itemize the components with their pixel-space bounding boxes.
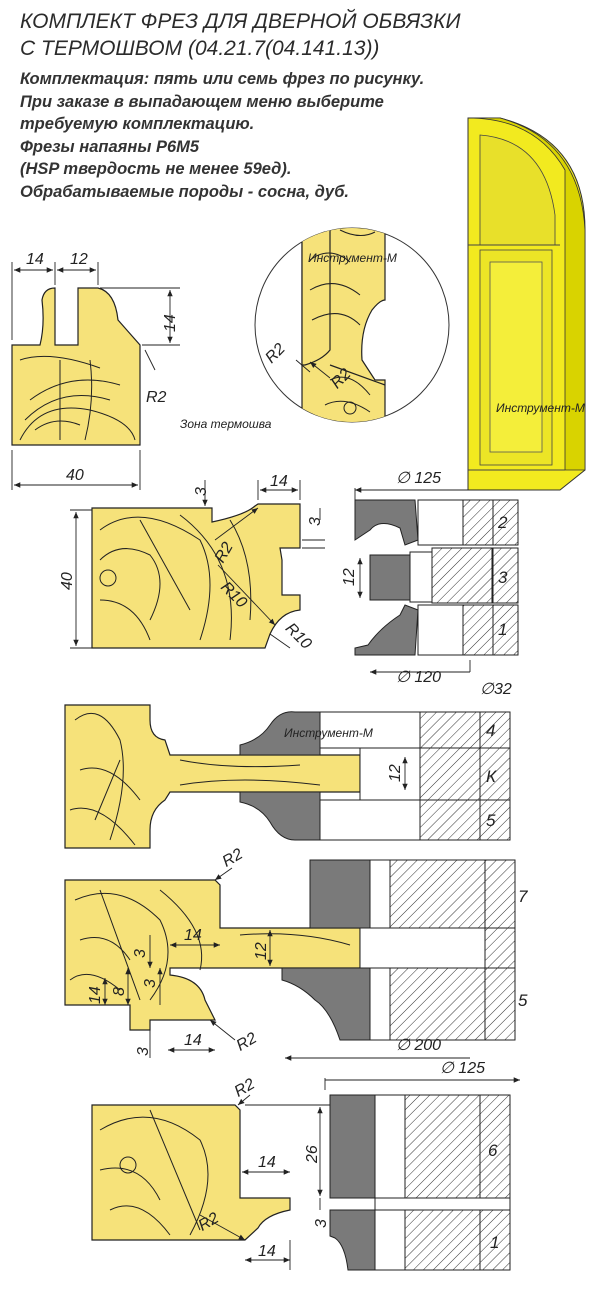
desc-line-3: требуемую комплектацию.: [20, 115, 255, 133]
door-tool-label: Инструмент-М: [496, 401, 585, 415]
p2-dim-3a: 3: [193, 487, 210, 496]
p4-dim-14c: 14: [184, 1032, 202, 1049]
p2-dim-3b: 3: [307, 517, 324, 526]
p1-dim-40: 40: [66, 467, 84, 484]
p4-dim-3c: 3: [135, 1047, 152, 1056]
desc-line-2: При заказе в выпадающем меню выберите: [20, 92, 384, 111]
p5-dim-14b: 14: [258, 1243, 276, 1260]
thermo-zone-label: Зона термошва: [180, 417, 272, 431]
p4-dim-12: 12: [253, 942, 270, 960]
cutter-4: 4: [486, 721, 495, 740]
desc-line-1: Комплектация: пять или семь фрез по рису…: [20, 70, 425, 88]
p1-dim-14b: 14: [162, 314, 179, 332]
set1-dia120: ∅ 120: [396, 669, 441, 686]
detail-circle: Инструмент-М R2 R2 Зона термошва: [180, 227, 450, 431]
desc-line-5: (HSP твердость не менее 59ед).: [20, 160, 292, 178]
cutter-3: 3: [498, 568, 508, 587]
p4-r2b: R2: [234, 1030, 260, 1055]
profile-5-and-cutter-set-4: R2 26 14 3 R2 14 ∅ 125 6 1: [91, 1060, 520, 1271]
profile-3-and-cutter-set-2: 4 К 5 Инструмент-М 12: [64, 704, 511, 849]
p4-dim-3b: 3: [142, 979, 159, 988]
p2-r10b: R10: [282, 620, 315, 653]
title-line-2: С ТЕРМОШВОМ (04.21.7(04.141.13)): [20, 37, 380, 60]
p5-dim-3: 3: [313, 1219, 330, 1228]
set2-tool-label: Инструмент-М: [284, 726, 373, 740]
title-line-1: КОМПЛЕКТ ФРЕЗ ДЛЯ ДВЕРНОЙ ОБВЯЗКИ: [20, 10, 461, 33]
cutter-1b: 1: [490, 1233, 499, 1252]
set3-dia200: ∅ 200: [396, 1037, 441, 1054]
set1-dim-12: 12: [341, 568, 358, 586]
cutter-1: 1: [498, 620, 507, 639]
description: Комплектация: пять или семь фрез по рису…: [20, 68, 480, 203]
desc-line-6: Обрабатываемые породы - сосна, дуб.: [20, 182, 350, 201]
p4-r2a: R2: [220, 846, 246, 871]
door-panel-illustration: Инструмент-М: [467, 117, 586, 491]
set4-dia125: ∅ 125: [440, 1060, 485, 1077]
profile-4-and-cutter-set-3: 7 5 R2 14 12 14 8 3 3 3 14 R2 ∅ 200: [64, 846, 528, 1061]
cutter-6: 6: [488, 1141, 498, 1160]
p2-dim-40: 40: [59, 572, 76, 590]
profile-2: 40 14 3 3 R2 R10 R10: [59, 473, 325, 653]
p5-r2a: R2: [232, 1076, 258, 1101]
p4-dim-3a: 3: [132, 949, 149, 958]
p4-dim-8: 8: [111, 987, 128, 996]
p5-dim-14a: 14: [258, 1154, 276, 1171]
p1-dim-14: 14: [26, 251, 44, 268]
p5-dim-26: 26: [304, 1145, 321, 1164]
desc-line-4: Фрезы напаяны Р6М5: [20, 137, 200, 156]
cutter-5a: 5: [486, 811, 496, 830]
cutter-set-1: ∅ 125 2 3 12 1 ∅ 120 ∅32: [341, 470, 519, 698]
cutter-7: 7: [518, 887, 528, 906]
cutter-5b: 5: [518, 991, 528, 1010]
p4-dim-14a: 14: [184, 927, 202, 944]
cutter-2: 2: [497, 513, 508, 532]
p1-dim-12: 12: [70, 251, 88, 268]
set2-dim-12: 12: [387, 764, 404, 782]
p2-dim-14: 14: [270, 473, 288, 490]
set1-dia32: ∅32: [480, 681, 512, 698]
profile-1: 14 12 14 R2 40: [11, 251, 180, 490]
p1-r2: R2: [146, 389, 167, 406]
p4-dim-14b: 14: [87, 986, 104, 1004]
circle-tool-label: Инструмент-М: [308, 251, 397, 265]
page-title: КОМПЛЕКТ ФРЕЗ ДЛЯ ДВЕРНОЙ ОБВЯЗКИ С ТЕРМ…: [20, 8, 590, 62]
cutter-k: К: [486, 767, 497, 786]
set1-dia125: ∅ 125: [396, 470, 441, 487]
